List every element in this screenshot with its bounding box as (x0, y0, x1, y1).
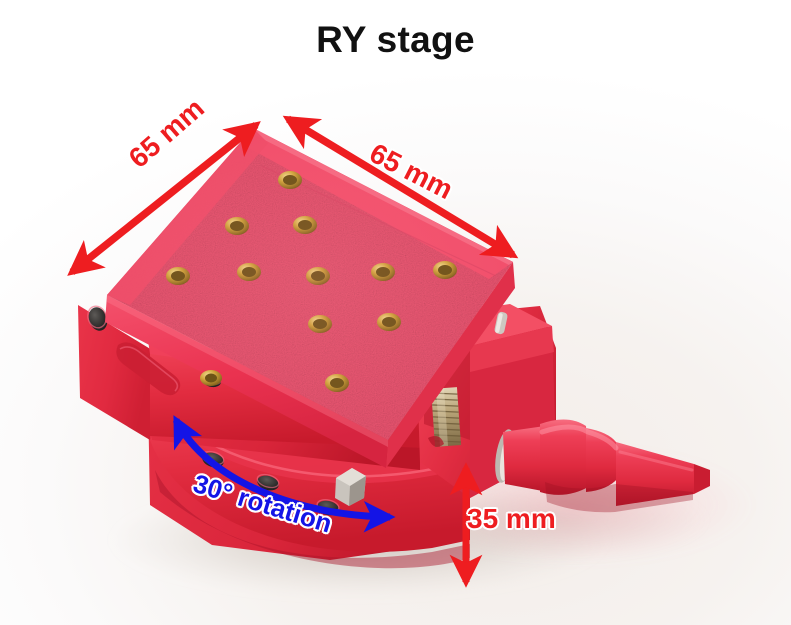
goniometer-body (78, 305, 424, 506)
arrow-65mm-right (282, 115, 519, 259)
base-scallops (430, 426, 484, 488)
dimension-label-65mm-right: 65 mm (364, 137, 458, 206)
right-carriage (418, 304, 556, 498)
rotation-range-label: 30° rotation (189, 468, 336, 539)
dimension-label-65mm-left: 65 mm (122, 92, 210, 174)
page-title: RY stage (316, 19, 475, 60)
adjustment-knob (495, 419, 710, 513)
lead-screw (431, 387, 461, 447)
locating-pin (335, 468, 366, 506)
threaded-inserts (166, 171, 457, 392)
upper-pin (494, 311, 508, 335)
dimension-label-35mm: 35 mm (467, 503, 556, 534)
